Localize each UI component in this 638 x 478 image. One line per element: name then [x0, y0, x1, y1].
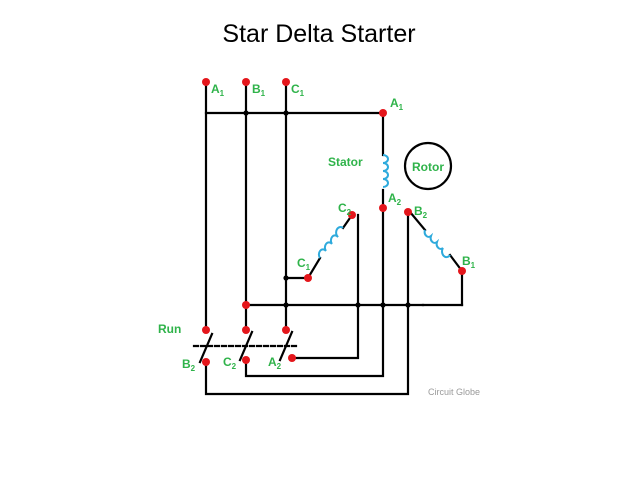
- stator-label: Stator: [328, 155, 363, 169]
- terminal-labels: A1 B1 C1 A1 A2 C2 B2 C1 B1 B2 C2 A2 Stat…: [158, 82, 480, 397]
- label-b1-top: B1: [252, 82, 266, 98]
- switch-blade-a: [198, 332, 214, 364]
- wires: [192, 80, 464, 396]
- stator-coil-a-icon: [382, 154, 389, 188]
- connection-nodes: [202, 78, 466, 366]
- run-label: Run: [158, 322, 181, 336]
- terminal-node: [379, 109, 387, 117]
- label-a2-bottom: A2: [268, 355, 282, 371]
- label-c1-winding: C1: [297, 256, 311, 272]
- junction-dot: [283, 302, 289, 308]
- terminal-node: [282, 326, 290, 334]
- label-a2-winding: A2: [388, 191, 402, 207]
- junction-dot: [405, 302, 411, 308]
- slide-title: Star Delta Starter: [222, 20, 416, 48]
- label-b2-winding: B2: [414, 204, 428, 220]
- c2-return-wire: [290, 213, 360, 360]
- terminal-node: [202, 326, 210, 334]
- label-a1-top: A1: [211, 82, 225, 98]
- label-a1-winding: A1: [390, 96, 404, 112]
- junction-dot: [355, 302, 361, 308]
- b2-lead-wire: [408, 210, 427, 232]
- terminal-node: [242, 78, 250, 86]
- label-c2-winding: C2: [338, 201, 352, 217]
- label-c1-top: C1: [291, 82, 305, 98]
- terminal-node: [282, 78, 290, 86]
- a2-return-wire: [244, 206, 385, 378]
- junction-dot: [283, 110, 289, 116]
- label-b2-bottom: B2: [182, 357, 196, 373]
- label-b1-winding: B1: [462, 254, 476, 270]
- b2-return-wire: [204, 210, 410, 396]
- terminal-node: [202, 358, 210, 366]
- stator-coil-b-icon: [423, 229, 451, 259]
- stator-coils: [317, 154, 451, 259]
- terminal-node: [304, 274, 312, 282]
- terminal-node: [379, 204, 387, 212]
- rotor-circle: [403, 141, 453, 191]
- rotor-label: Rotor: [412, 160, 444, 174]
- terminal-node: [348, 211, 356, 219]
- stator-coil-c-icon: [317, 226, 344, 259]
- watermark-text: Circuit Globe: [428, 387, 480, 397]
- terminal-node: [242, 356, 250, 364]
- terminal-node: [242, 326, 250, 334]
- junction-dot: [380, 302, 386, 308]
- terminal-node: [458, 267, 466, 275]
- label-c2-bottom: C2: [223, 355, 237, 371]
- terminal-node: [202, 78, 210, 86]
- junction-dot: [283, 275, 289, 281]
- junction-dot: [243, 110, 249, 116]
- terminal-node: [288, 354, 296, 362]
- terminal-node: [242, 301, 250, 309]
- terminal-node: [404, 208, 412, 216]
